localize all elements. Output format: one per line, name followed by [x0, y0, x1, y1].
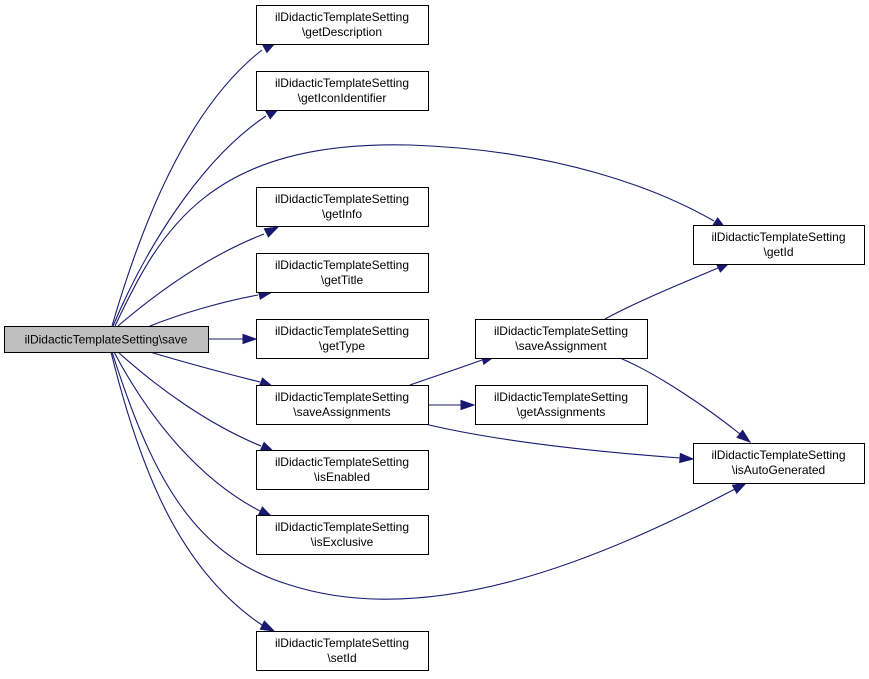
node-box[interactable]: [475, 385, 648, 425]
node-box[interactable]: [693, 225, 865, 265]
edge-line: [111, 49, 263, 327]
edge-line: [113, 351, 261, 512]
node-getDescription[interactable]: ilDidacticTemplateSetting\getDescription: [256, 5, 429, 45]
arrowhead-icon: [460, 399, 476, 411]
node-method-label: \getType: [319, 339, 365, 353]
edge-save-to-isEnabled: [117, 351, 276, 453]
edge-save-to-getId: [114, 144, 728, 327]
node-class-label: ilDidacticTemplateSetting: [275, 520, 409, 534]
node-getType[interactable]: ilDidacticTemplateSetting\getType: [256, 319, 429, 359]
node-getTitle[interactable]: ilDidacticTemplateSetting\getTitle: [256, 253, 429, 293]
node-box[interactable]: [256, 71, 429, 111]
edge-saveAssignment-to-isAutoGenerated: [619, 357, 752, 443]
node-box[interactable]: [256, 253, 429, 293]
node-method-label: \getAssignments: [517, 405, 606, 419]
arrowhead-icon: [242, 333, 258, 345]
edge-save-to-getIconIdentifier: [112, 107, 281, 327]
edge-line: [117, 351, 262, 447]
node-getInfo[interactable]: ilDidacticTemplateSetting\getInfo: [256, 187, 429, 227]
edge-line: [604, 267, 719, 320]
node-box[interactable]: [256, 319, 429, 359]
node-method-label: \isAutoGenerated: [732, 463, 825, 477]
edge-line: [149, 351, 261, 383]
arrowhead-icon: [263, 226, 280, 238]
edge-save-to-getType: [208, 333, 258, 345]
node-saveAssignments[interactable]: ilDidacticTemplateSetting\saveAssignment…: [256, 385, 429, 425]
node-class-label: ilDidacticTemplateSetting: [711, 448, 845, 462]
node-isExclusive[interactable]: ilDidacticTemplateSetting\isExclusive: [256, 515, 429, 555]
node-class-label: ilDidacticTemplateSetting: [275, 192, 409, 206]
edge-saveAssignment-to-getId: [604, 261, 732, 320]
node-class-label: ilDidacticTemplateSetting\save: [25, 333, 188, 347]
edge-save-to-isExclusive: [113, 351, 274, 518]
edge-line: [114, 144, 715, 327]
node-isEnabled[interactable]: ilDidacticTemplateSetting\isEnabled: [256, 450, 429, 490]
node-box[interactable]: [4, 326, 209, 353]
edge-line: [149, 294, 259, 327]
nodes-layer: ilDidacticTemplateSetting\save ilDidactic…: [4, 5, 865, 671]
edge-line: [619, 357, 741, 435]
node-box[interactable]: [256, 450, 429, 490]
edge-saveAssignments-to-saveAssignment: [409, 354, 497, 386]
node-box[interactable]: [256, 631, 429, 671]
node-box[interactable]: [693, 443, 865, 484]
edge-line: [117, 233, 265, 327]
node-method-label: \getInfo: [322, 207, 362, 221]
node-box[interactable]: [256, 187, 429, 227]
node-getIconIdentifier[interactable]: ilDidacticTemplateSetting\getIconIdentif…: [256, 71, 429, 111]
node-class-label: ilDidacticTemplateSetting: [275, 258, 409, 272]
node-method-label: \isEnabled: [314, 470, 370, 484]
node-class-label: ilDidacticTemplateSetting: [275, 636, 409, 650]
arrowhead-icon: [736, 429, 752, 443]
node-box[interactable]: [475, 319, 648, 359]
node-box[interactable]: [256, 385, 429, 425]
edge-save-to-getTitle: [149, 289, 274, 327]
node-class-label: ilDidacticTemplateSetting: [275, 455, 409, 469]
arrowhead-icon: [259, 620, 276, 632]
edge-save-to-getInfo: [117, 226, 280, 327]
edge-saveAssignments-to-isAutoGenerated: [424, 423, 695, 464]
node-method-label: \saveAssignments: [293, 405, 390, 419]
edge-save-to-saveAssignments: [149, 351, 275, 388]
edge-line: [112, 115, 267, 327]
edge-line: [409, 359, 483, 386]
edge-line: [111, 351, 736, 600]
node-method-label: \isExclusive: [311, 535, 374, 549]
node-method-label: \getDescription: [302, 25, 382, 39]
node-box[interactable]: [256, 5, 429, 45]
node-saveAssignment[interactable]: ilDidacticTemplateSetting\saveAssignment: [475, 319, 648, 359]
node-class-label: ilDidacticTemplateSetting: [711, 230, 845, 244]
node-method-label: \getId: [763, 245, 793, 259]
edge-save-to-isAutoGenerated: [111, 351, 748, 600]
node-class-label: ilDidacticTemplateSetting: [494, 390, 628, 404]
node-class-label: ilDidacticTemplateSetting: [275, 390, 409, 404]
node-method-label: \setId: [327, 651, 356, 665]
edge-saveAssignments-to-getAssignments: [428, 399, 476, 411]
node-class-label: ilDidacticTemplateSetting: [275, 324, 409, 338]
arrowhead-icon: [679, 452, 695, 464]
node-method-label: \getIconIdentifier: [298, 91, 387, 105]
node-method-label: \getTitle: [321, 273, 364, 287]
node-getId[interactable]: ilDidacticTemplateSetting\getId: [693, 225, 865, 265]
arrowhead-icon: [731, 482, 748, 495]
node-save[interactable]: ilDidacticTemplateSetting\save: [4, 326, 209, 353]
node-class-label: ilDidacticTemplateSetting: [494, 324, 628, 338]
node-setId[interactable]: ilDidacticTemplateSetting\setId: [256, 631, 429, 671]
edge-line: [110, 351, 263, 626]
node-class-label: ilDidacticTemplateSetting: [275, 76, 409, 90]
node-isAutoGenerated[interactable]: ilDidacticTemplateSetting\isAutoGenerate…: [693, 443, 865, 484]
node-getAssignments[interactable]: ilDidacticTemplateSetting\getAssignments: [475, 385, 648, 425]
edge-save-to-setId: [110, 351, 276, 632]
node-box[interactable]: [256, 515, 429, 555]
node-method-label: \saveAssignment: [515, 339, 607, 353]
node-class-label: ilDidacticTemplateSetting: [275, 10, 409, 24]
edge-line: [424, 423, 681, 459]
